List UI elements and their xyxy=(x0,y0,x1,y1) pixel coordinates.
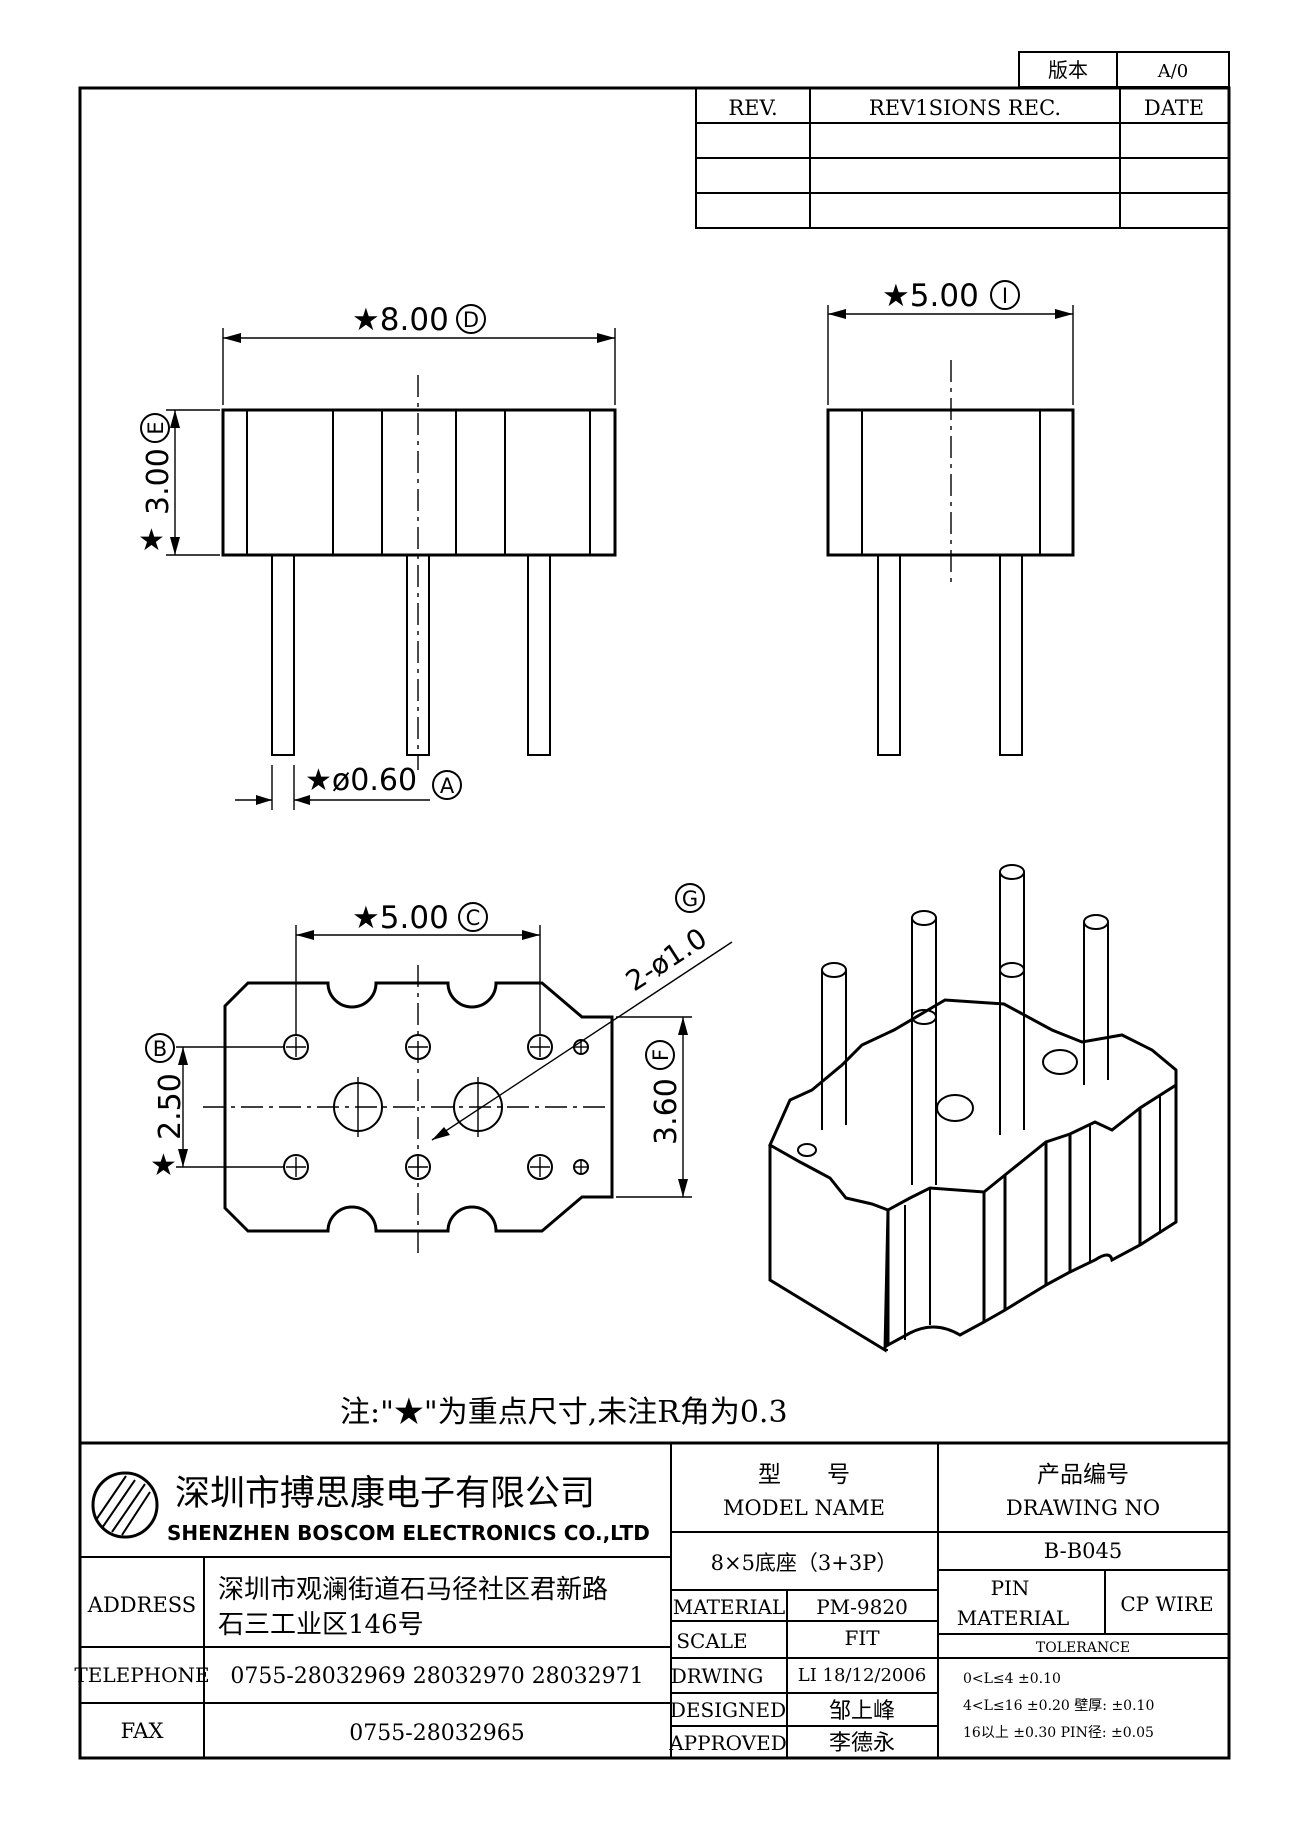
pin-material-label-1: PIN xyxy=(991,1576,1030,1600)
approved-value: 李德永 xyxy=(829,1731,895,1756)
company-name-en: SHENZHEN BOSCOM ELECTRONICS CO.,LTD xyxy=(167,1521,650,1545)
isometric-view xyxy=(768,864,1178,1353)
pin-diameter-label: ★ø0.60 xyxy=(305,763,417,798)
model-label-cn: 型 号 xyxy=(758,1462,850,1488)
pin-material-label-2: MATERIAL xyxy=(957,1606,1069,1630)
version-label: 版本 xyxy=(1048,58,1088,82)
tolerance-row-1: 0<L≤4 ±0.10 xyxy=(963,1671,1061,1687)
scale-value: FIT xyxy=(844,1626,880,1650)
version-value: A/0 xyxy=(1157,61,1189,82)
telephone-label: TELEPHONE xyxy=(74,1663,209,1687)
fax-label: FAX xyxy=(121,1719,164,1743)
company-logo-icon xyxy=(91,1471,159,1539)
pitch-y-mark xyxy=(145,1033,175,1063)
pin-diameter-mark-letter: A xyxy=(440,774,455,798)
front-height-value: 3.00 xyxy=(141,448,176,515)
pitch-x-mark-letter: C xyxy=(466,906,481,930)
material-value: PM-9820 xyxy=(816,1595,908,1619)
drawing-no: B-B045 xyxy=(1044,1539,1122,1563)
pitch-x-label: ★5.00 xyxy=(352,900,449,936)
depth-mark xyxy=(645,1040,675,1070)
hole-label: 2-ø1.0 xyxy=(620,921,713,997)
side-view: ★5.00 I xyxy=(826,278,1075,756)
address-line2: 石三工业区146号 xyxy=(218,1610,424,1640)
pin-diameter-mark xyxy=(432,770,462,800)
front-height-mark xyxy=(140,413,170,443)
hole-mark-letter: G xyxy=(682,887,698,911)
hole-mark xyxy=(675,883,705,913)
revision-header-date: DATE xyxy=(1144,96,1204,120)
side-width-label: ★5.00 xyxy=(882,278,979,314)
version-box: 版本 A/0 xyxy=(1018,51,1230,88)
front-width-mark xyxy=(456,304,486,334)
depth-mark-letter: F xyxy=(649,1049,673,1061)
approved-label: APPROVED xyxy=(668,1731,787,1755)
front-height-mark-letter: E xyxy=(144,421,168,434)
front-width-mark-letter: D xyxy=(463,308,479,332)
front-view: ★8.00 D ★ 3.00 E ★ø0.60 A xyxy=(138,302,617,810)
material-label: MATERIAL xyxy=(673,1595,785,1619)
pin-material-value: CP WIRE xyxy=(1120,1592,1213,1616)
model-label-en: MODEL NAME xyxy=(723,1496,885,1520)
front-height-star: ★ xyxy=(138,523,165,558)
drawing-value: LI 18/12/2006 xyxy=(798,1665,927,1686)
pitch-x-mark xyxy=(458,902,488,932)
pitch-y-mark-letter: B xyxy=(153,1037,167,1061)
address-line1: 深圳市观澜街道石马径社区君新路 xyxy=(218,1575,608,1605)
drawing-note: 注:"★"为重点尺寸,未注R角为0.3 xyxy=(340,1395,788,1430)
bottom-view: ★5.00 C B 2.50 ★ F 3.60 2-ø1.0 G xyxy=(145,883,733,1255)
telephone-value: 0755-28032969 28032970 28032971 xyxy=(230,1664,643,1689)
model-name: 8×5底座（3+3P） xyxy=(711,1551,898,1575)
tolerance-row-3: 16以上 ±0.30 PIN径: ±0.05 xyxy=(963,1725,1154,1741)
side-width-mark xyxy=(990,280,1020,310)
company-name-cn: 深圳市搏思康电子有限公司 xyxy=(175,1474,595,1514)
pitch-y-value: 2.50 xyxy=(153,1073,188,1140)
title-block: 深圳市搏思康电子有限公司 SHENZHEN BOSCOM ELECTRONICS… xyxy=(74,1441,1229,1758)
drawing-no-label-cn: 产品编号 xyxy=(1037,1462,1129,1488)
drawing-label: DRWING xyxy=(671,1664,764,1688)
tolerance-row-2: 4<L≤16 ±0.20 壁厚: ±0.10 xyxy=(963,1698,1154,1714)
tolerance-label: TOLERANCE xyxy=(1036,1640,1130,1656)
drawing-no-label-en: DRAWING NO xyxy=(1006,1496,1160,1520)
pitch-y-star: ★ xyxy=(150,1148,177,1183)
front-width-label: ★8.00 xyxy=(352,302,449,338)
depth-value: 3.60 xyxy=(649,1078,684,1145)
address-label: ADDRESS xyxy=(87,1593,196,1617)
fax-value: 0755-28032965 xyxy=(349,1721,524,1746)
designed-value: 邹上峰 xyxy=(829,1699,895,1724)
revision-header-rev: REV. xyxy=(728,96,777,120)
scale-label: SCALE xyxy=(676,1629,747,1653)
side-width-mark-letter: I xyxy=(1002,284,1008,308)
designed-label: DESIGNED xyxy=(670,1698,786,1722)
revision-table: REV. REV1SIONS REC. DATE xyxy=(695,87,1230,229)
revision-header-rec: REV1SIONS REC. xyxy=(869,96,1061,120)
outer-frame xyxy=(78,86,1231,1760)
